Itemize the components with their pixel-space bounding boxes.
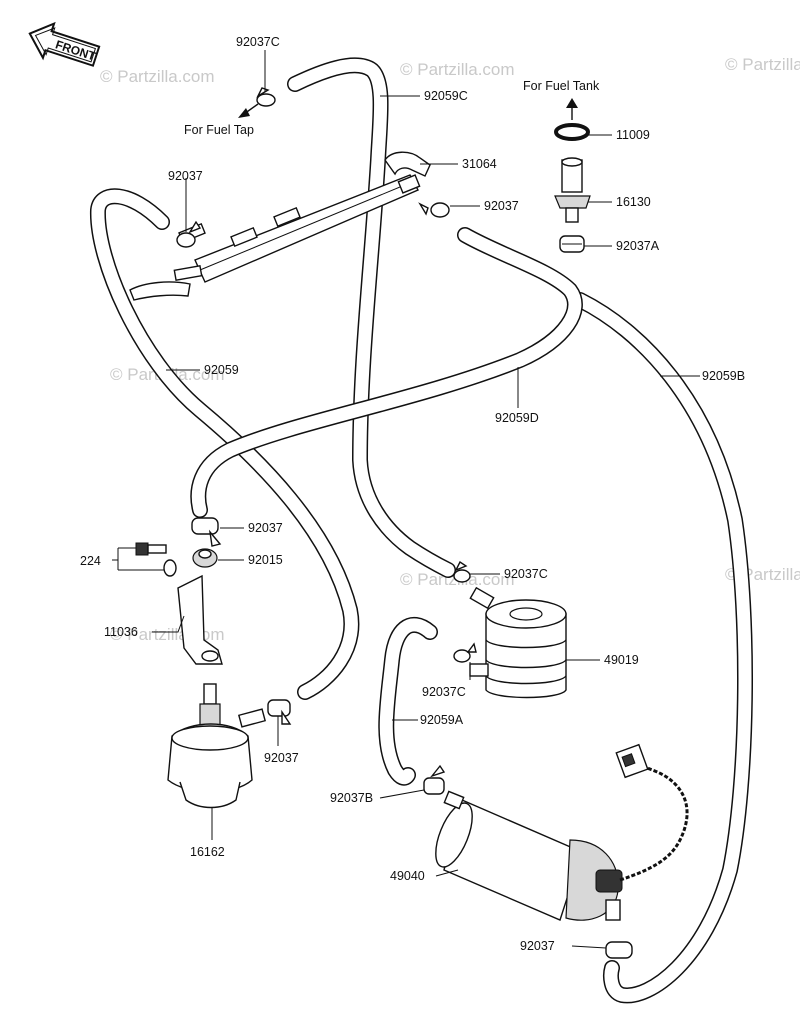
front-arrow-badge: FRONT [28, 21, 101, 67]
fuel-filter-49019 [469, 586, 567, 699]
label-92037-right: 92037 [484, 199, 519, 213]
hose-92059C [287, 57, 456, 578]
watermark-3: © Partzilla.com [725, 55, 800, 74]
label-92059D: 92059D [495, 411, 539, 425]
fuel-pump-49040 [435, 743, 689, 921]
label-92037C-top: 92037C [236, 35, 280, 49]
clamp-92037C-low [453, 642, 477, 663]
label-92037B: 92037B [330, 791, 373, 805]
hose-92059 [89, 188, 360, 700]
clamp-92037A [559, 235, 585, 253]
valve-16130 [554, 157, 591, 223]
label-31064: 31064 [462, 157, 497, 171]
hose-92059A [378, 617, 438, 786]
washer-224 [163, 559, 177, 577]
clamp-92037-reg-top [191, 517, 222, 547]
label-92037A: 92037A [616, 239, 660, 253]
label-92059A: 92059A [420, 713, 464, 727]
label-11036: 11036 [104, 625, 138, 639]
grommet-92015 [192, 548, 218, 568]
clamp-92037-reg-side [267, 699, 292, 725]
clamp-92037-right [418, 202, 450, 218]
label-16130: 16130 [616, 195, 651, 209]
bracket-11036 [177, 574, 223, 665]
label-224: 224 [80, 554, 101, 568]
label-92015: 92015 [248, 553, 283, 567]
hose-92059D [190, 227, 583, 518]
label-92037C-mid: 92037C [504, 567, 548, 581]
pressure-regulator-16162 [167, 683, 267, 809]
label-92037-reg-side: 92037 [264, 751, 299, 765]
callout-labels: 92037C For Fuel Tap 92059C 31064 92037 9… [80, 35, 745, 953]
label-92037-left: 92037 [168, 169, 203, 183]
arrow-to-fuel-tank [566, 98, 578, 120]
label-92037C-low: 92037C [422, 685, 466, 699]
label-92037-reg-top: 92037 [248, 521, 283, 535]
label-92059C: 92059C [424, 89, 468, 103]
label-92059B: 92059B [702, 369, 745, 383]
label-for-fuel-tap: For Fuel Tap [184, 123, 254, 137]
clamp-92037-pump [605, 941, 633, 959]
label-92059: 92059 [204, 363, 239, 377]
clamp-92037C-mid [453, 560, 471, 583]
label-16162: 16162 [190, 845, 225, 859]
hose-92059B [572, 292, 753, 1004]
o-ring-11009 [554, 123, 590, 141]
label-92037-pump: 92037 [520, 939, 555, 953]
leader-lines [112, 50, 700, 949]
label-11009: 11009 [616, 128, 650, 142]
clamp-92037B [423, 764, 446, 795]
label-for-fuel-tank: For Fuel Tank [523, 79, 600, 93]
label-49040: 49040 [390, 869, 425, 883]
label-49019: 49019 [604, 653, 639, 667]
clamp-92037-left [176, 220, 202, 248]
clamp-92037C-top [256, 87, 276, 107]
bolt-224 [135, 542, 167, 556]
arrow-to-fuel-tap [238, 103, 259, 118]
watermark-1: © Partzilla.com [100, 67, 215, 86]
watermark-2: © Partzilla.com [400, 60, 515, 79]
